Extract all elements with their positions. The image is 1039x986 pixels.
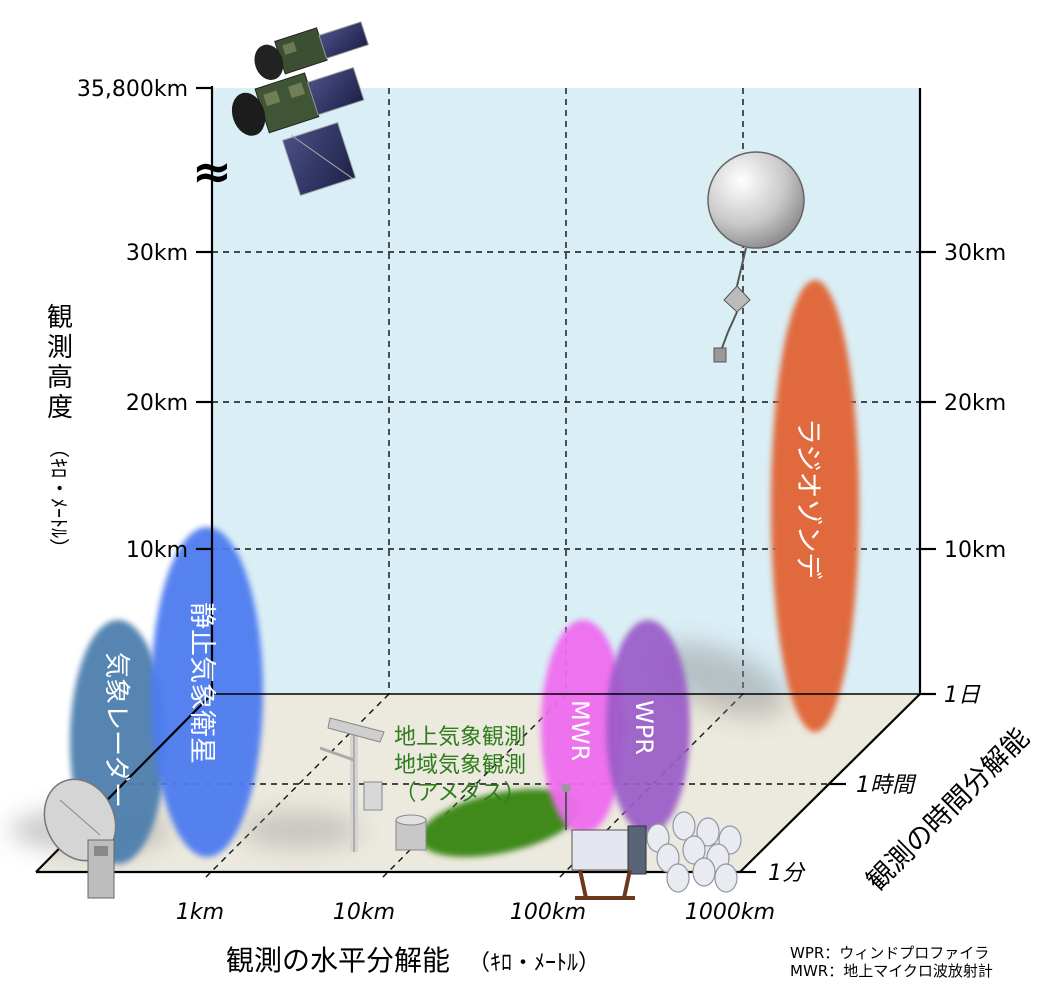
y-tick-20: 20km [126, 391, 188, 416]
y-axis-unit: （ｷﾛ・ﾒｰﾄﾙ） [47, 438, 71, 558]
x-tick-100km: 100km [510, 900, 586, 925]
y-tick-right-10: 10km [944, 538, 1006, 563]
y-tick-right-30: 30km [944, 241, 1006, 266]
label-surface-observation: 地上気象観測 地域気象観測 （アメダス） [394, 725, 526, 806]
y-axis-title: 観 測 高 度 [47, 303, 73, 423]
time-tick-1day: 1日 [944, 683, 981, 708]
time-axis-title: 観測の時間分解能 [861, 722, 1036, 897]
legend-mwr: MWR：地上マイクロ波放射計 [790, 962, 993, 980]
legend-wpr: WPR：ウィンドプロファイラ [790, 944, 989, 962]
y-axis-labels-left: 35,800km 30km 20km 10km [77, 77, 188, 563]
y-axis-labels-right: 30km 20km 10km [944, 241, 1006, 563]
x-tick-10km: 10km [333, 900, 395, 925]
y-tick-35800: 35,800km [77, 77, 188, 102]
label-mwr: MWR [566, 700, 594, 761]
y-title-char-2: 測 [47, 333, 73, 363]
x-axis-title: 観測の水平分解能 [226, 944, 450, 977]
label-surface-line2: 地域気象観測 [394, 753, 526, 778]
time-tick-1hour: 1時間 [856, 773, 917, 798]
x-axis-ticks: 1km 10km 100km 1000km [176, 900, 775, 925]
label-surface-line3: （アメダス） [395, 781, 526, 806]
label-satellite: 静止気象衛星 [186, 602, 217, 764]
x-axis-unit: （ｷﾛ・ﾒｰﾄﾙ） [468, 951, 600, 976]
legend: WPR：ウィンドプロファイラ MWR：地上マイクロ波放射計 [790, 944, 993, 980]
y-tick-right-20: 20km [944, 391, 1006, 416]
y-tick-30: 30km [126, 241, 188, 266]
x-tick-1000km: 1000km [685, 900, 775, 925]
label-wpr: WPR [630, 700, 658, 755]
label-surface-line1: 地上気象観測 [394, 725, 526, 750]
y-title-char-3: 高 [47, 363, 73, 393]
y-title-char-1: 観 [47, 303, 73, 333]
axis-break-symbol: ≈ [192, 144, 232, 200]
x-tick-1km: 1km [176, 900, 224, 925]
time-tick-1min: 1分 [768, 861, 806, 886]
y-title-char-4: 度 [47, 393, 73, 423]
y-tick-10: 10km [126, 538, 188, 563]
label-radar: 気象レーダー [101, 652, 131, 808]
label-radiosonde: ラジオゾンデ [792, 418, 823, 579]
